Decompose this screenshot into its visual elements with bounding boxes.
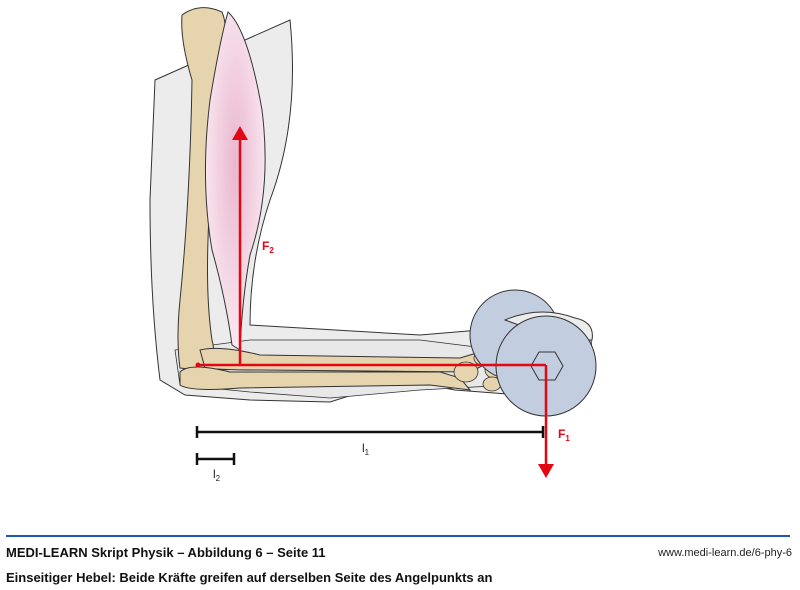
label-l2: l <box>213 467 216 481</box>
svg-text:F1: F1 <box>558 427 570 443</box>
footer-title: MEDI-LEARN Skript Physik – Abbildung 6 –… <box>6 545 326 560</box>
label-l1: l <box>362 441 365 455</box>
label-f1-sub: 1 <box>565 434 570 443</box>
hexagon-bolt-icon <box>530 351 564 381</box>
arrow-f2-icon <box>232 126 248 140</box>
ulna-bone <box>179 366 472 391</box>
svg-text:l1: l1 <box>362 441 370 457</box>
arrow-f1-icon <box>538 464 554 478</box>
svg-text:F2: F2 <box>262 239 274 255</box>
label-f2-sub: 2 <box>269 246 274 255</box>
force-lines <box>198 140 548 465</box>
label-l1-sub: 1 <box>365 448 370 457</box>
label-f1: F <box>558 427 565 441</box>
label-f2: F <box>262 239 269 253</box>
svg-text:l2: l2 <box>213 467 221 483</box>
dimension-l1 <box>195 426 545 438</box>
pivot-point <box>195 362 201 368</box>
label-l2-sub: 2 <box>216 474 221 483</box>
footer-divider <box>6 535 790 537</box>
dimension-l2 <box>195 453 236 465</box>
lever-arm-diagram: F2 F1 l1 l2 <box>149 7 597 483</box>
figure-caption: Einseitiger Hebel: Beide Kräfte greifen … <box>6 570 493 585</box>
footer-url: www.medi-learn.de/6-phy-6 <box>658 547 792 559</box>
